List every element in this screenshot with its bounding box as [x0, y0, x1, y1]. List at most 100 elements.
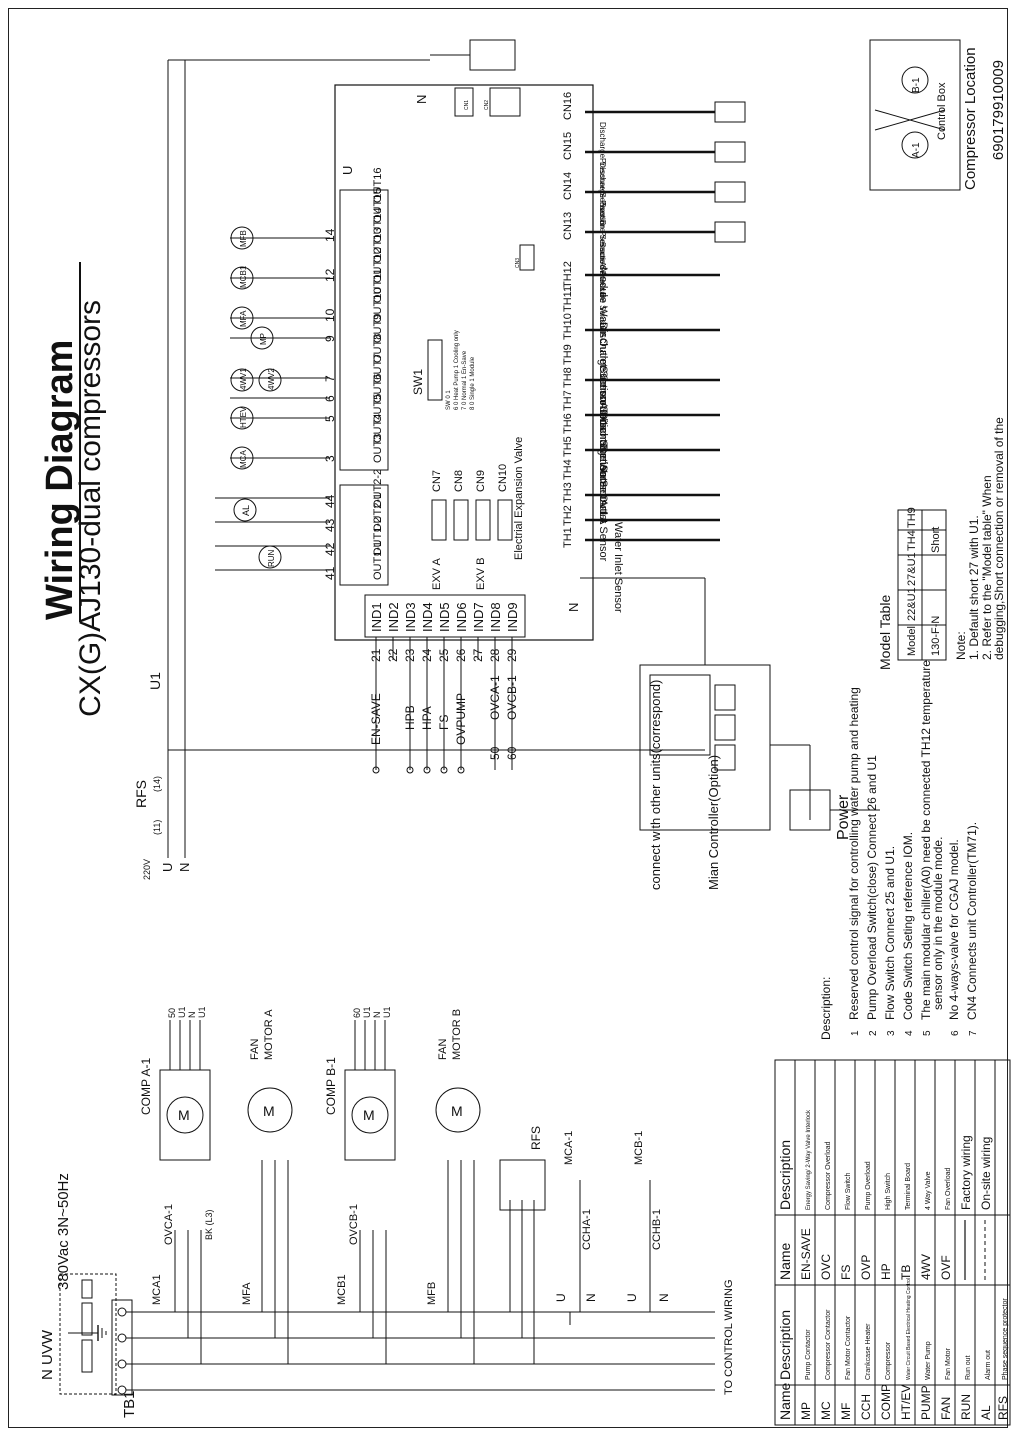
- svg-text:22: 22: [386, 648, 400, 662]
- svg-text:TH3: TH3: [562, 482, 574, 503]
- svg-text:4: 4: [904, 1030, 915, 1036]
- svg-text:U: U: [340, 166, 355, 175]
- svg-text:Compressor Contactor: Compressor Contactor: [825, 1309, 832, 1380]
- svg-text:Phase sequence protector: Phase sequence protector: [1002, 1298, 1009, 1380]
- svg-text:N: N: [566, 603, 581, 612]
- svg-text:CN16: CN16: [562, 92, 574, 120]
- svg-text:Pump Contactor: Pump Contactor: [805, 1329, 812, 1380]
- svg-text:N: N: [414, 95, 429, 104]
- svg-text:OUT10: OUT10: [372, 288, 384, 323]
- fan-motor-b-branch: MFB M FAN MOTOR B: [426, 1009, 481, 1364]
- svg-text:On-site wiring: On-site wiring: [979, 1137, 993, 1210]
- svg-text:IND6: IND6: [454, 602, 469, 632]
- svg-text:MCA-1: MCA-1: [563, 1131, 575, 1165]
- main-controller: Mian Controller(Option) connect with oth…: [580, 577, 880, 890]
- compressor-a-branch: MCA1 OVCA-1 BK (L3) M COMP A-1 U1 N U1 5…: [139, 1006, 214, 1364]
- svg-text:RFS: RFS: [996, 1396, 1010, 1420]
- svg-text:24: 24: [420, 648, 434, 662]
- svg-text:OUT1-1: OUT1-1: [372, 541, 384, 580]
- pressure-sensors: Suction Pressure Sensor A Suction Pressu…: [585, 101, 746, 338]
- svg-text:6 0 Heat Pump 1 Cooling o: 6 0 Heat Pump 1 Cooling only: [454, 330, 460, 410]
- svg-text:MCA: MCA: [239, 450, 248, 468]
- svg-text:MFA: MFA: [241, 1282, 253, 1305]
- svg-text:25: 25: [437, 648, 451, 662]
- svg-text:Compressor Overload: Compressor Overload: [825, 1141, 832, 1210]
- svg-text:U1: U1: [382, 1006, 392, 1018]
- svg-text:CN10: CN10: [497, 464, 509, 492]
- svg-text:HTEV: HTEV: [239, 406, 248, 428]
- svg-text:OVC: OVC: [819, 1254, 833, 1280]
- svg-text:RFS: RFS: [133, 780, 149, 808]
- svg-text:Pump Overload: Pump Overload: [865, 1161, 872, 1210]
- svg-text:(14): (14): [152, 776, 162, 792]
- svg-text:OUT2-1: OUT2-1: [372, 493, 384, 532]
- svg-text:CN14: CN14: [562, 172, 574, 200]
- svg-text:Flow Switch: Flow Switch: [845, 1173, 852, 1210]
- svg-text:OVCB-1: OVCB-1: [505, 675, 519, 720]
- transformer: CN1 CN2: [430, 39, 521, 117]
- svg-text:Water Outlet Sensor: Water Outlet Sensor: [597, 462, 609, 562]
- input-wiring: 21 22 23 24 25 26 27 28 29 EN-SAVE HPB H…: [369, 637, 519, 774]
- model-title: CX(G)AJ130-dual compressors: [74, 300, 107, 717]
- svg-text:MFB: MFB: [239, 230, 248, 247]
- svg-text:7: 7: [323, 375, 337, 382]
- svg-text:TH4: TH4: [562, 459, 574, 480]
- crankcase-heaters: MCA-1 CCHA-1 MCB-1 CCHB-1: [563, 1131, 663, 1312]
- svg-text:OUT13: OUT13: [372, 228, 384, 263]
- fan-motor-a-branch: MFA M FAN MOTOR A: [241, 1009, 293, 1364]
- svg-text:M: M: [263, 1103, 275, 1119]
- svg-text:Discharge SensorA-1: Discharge SensorA-1: [597, 412, 609, 517]
- svg-text:OUT11: OUT11: [372, 268, 384, 303]
- svg-text:EN-SAVE: EN-SAVE: [799, 1228, 813, 1280]
- svg-text:M: M: [178, 1107, 190, 1123]
- svg-text:Code Switch Seting reference I: Code Switch Seting reference IOM.: [901, 832, 915, 1020]
- svg-text:Control Box: Control Box: [936, 82, 948, 140]
- fan-motor-a: [247, 1087, 293, 1133]
- svg-text:220V: 220V: [142, 859, 152, 880]
- output-relay-strip: OUT3 OUT4 OUT5 OUT6 OUT7 OUT8 OUT9 OUT10…: [339, 168, 389, 471]
- svg-text:7 0 Normal 1 En-Save: 7 0 Normal 1 En-Save: [462, 350, 468, 410]
- svg-text:OUT3: OUT3: [372, 434, 384, 463]
- svg-text:OUT6: OUT6: [372, 374, 384, 403]
- svg-text:Description: Description: [777, 1310, 793, 1380]
- svg-text:PUMP: PUMP: [919, 1385, 933, 1420]
- compressor-a-1: M COMP A-1 U1 N U1 50: [139, 1006, 211, 1161]
- svg-text:OVPUMP: OVPUMP: [454, 693, 468, 745]
- temperature-sensors: Water Inlet Sensor Water Outlet Sensor S…: [585, 267, 720, 613]
- svg-text:60: 60: [505, 746, 519, 760]
- svg-text:TH10: TH10: [562, 313, 574, 340]
- svg-text:Module Water Outlet Sensor: Module Water Outlet Sensor: [597, 267, 609, 406]
- svg-text:3: 3: [323, 455, 337, 462]
- svg-text:5: 5: [922, 1030, 933, 1036]
- svg-text:OVCB-1: OVCB-1: [348, 1204, 360, 1245]
- svg-text:CN2: CN2: [484, 100, 490, 110]
- svg-text:OVCA-1: OVCA-1: [488, 675, 502, 720]
- svg-text:The main modular chiller(A0) n: The main modular chiller(A0) need be con…: [919, 660, 933, 1020]
- svg-text:Discharge Pressure Sensor A: Discharge Pressure Sensor A: [598, 162, 607, 268]
- svg-text:IND3: IND3: [403, 602, 418, 632]
- svg-text:N: N: [177, 863, 192, 872]
- svg-text:OUT5: OUT5: [372, 394, 384, 423]
- legend-table: Name Description Name Description MP Pum…: [774, 1059, 1011, 1426]
- svg-text:HP: HP: [879, 1263, 893, 1280]
- svg-text:OVP: OVP: [859, 1255, 873, 1280]
- svg-text:Suction Sensor A: Suction Sensor A: [597, 440, 609, 525]
- page-title: Wiring Diagram: [39, 340, 81, 620]
- svg-text:14: 14: [323, 228, 337, 242]
- svg-text:TH4: TH4: [906, 530, 918, 551]
- svg-text:CN4 Connects unit Controller(T: CN4 Connects unit Controller(TM71).: [965, 822, 979, 1020]
- aux-output-strip: OUT1-1 OUT1-2 OUT2-1 OUT2-2 41 42 43 44 …: [215, 469, 389, 586]
- svg-text:SW 0 1: SW 0 1: [446, 390, 452, 410]
- svg-text:4 Way Valve: 4 Way Valve: [925, 1171, 932, 1210]
- svg-text:RFS: RFS: [529, 1126, 543, 1150]
- svg-text:N: N: [584, 1293, 598, 1302]
- svg-text:U1: U1: [147, 672, 163, 690]
- svg-text:Model: Model: [906, 626, 918, 656]
- svg-text:12: 12: [323, 268, 337, 282]
- svg-text:Note:: Note:: [954, 631, 968, 660]
- svg-text:Short: Short: [930, 527, 942, 553]
- svg-text:IND4: IND4: [420, 602, 435, 632]
- svg-text:5: 5: [323, 415, 337, 422]
- svg-text:Suction Sensor B: Suction Sensor B: [597, 366, 609, 451]
- svg-text:BK (L3): BK (L3): [204, 1209, 214, 1240]
